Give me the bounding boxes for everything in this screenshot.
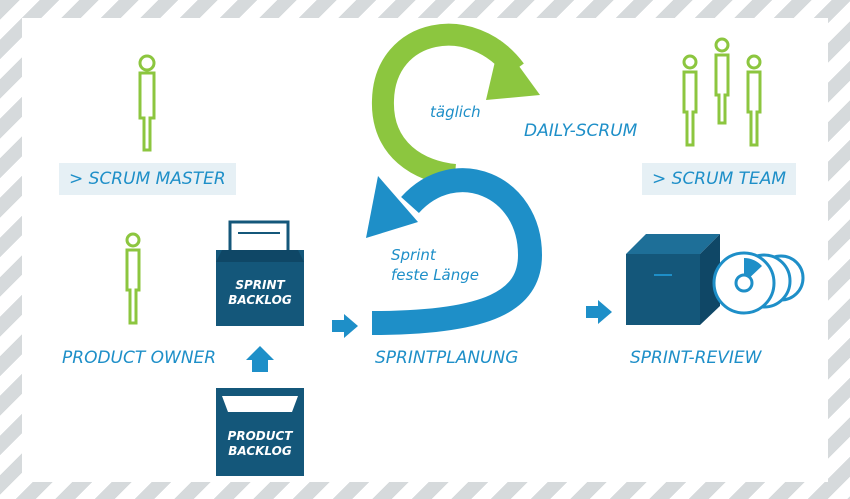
disc-stack-icon bbox=[712, 251, 805, 315]
arrow-to-review-icon bbox=[586, 300, 612, 324]
sprint-loop-arrow bbox=[366, 168, 543, 335]
sprint-backlog-label: SPRINT BACKLOG bbox=[216, 278, 304, 308]
product-owner-label: PRODUCT OWNER bbox=[62, 348, 217, 368]
daily-scrum-label: DAILY-SCRUM bbox=[524, 121, 638, 141]
product-backlog-line1: PRODUCT bbox=[227, 429, 293, 443]
scrum-master-tag: > SCRUM MASTER bbox=[59, 163, 236, 195]
product-owner-figure-icon bbox=[125, 232, 141, 325]
scrum-team-tag: > SCRUM TEAM bbox=[642, 163, 797, 195]
sprint-backlog-line1: SPRINT bbox=[235, 278, 285, 292]
scrum-master-figure-icon bbox=[138, 54, 156, 152]
increment-box-icon bbox=[626, 234, 720, 325]
arrow-to-planning-icon bbox=[332, 314, 358, 338]
sprint-backlog-line2: BACKLOG bbox=[228, 293, 292, 307]
daily-frequency-label: täglich bbox=[430, 103, 481, 121]
daily-loop-arrow bbox=[371, 23, 540, 186]
scrum-team-figures-icon bbox=[682, 37, 762, 147]
product-backlog-label: PRODUCT BACKLOG bbox=[216, 429, 304, 459]
sprint-review-label: SPRINT-REVIEW bbox=[630, 348, 762, 368]
sprint-label: Sprint bbox=[391, 246, 436, 264]
up-arrow-icon bbox=[246, 346, 274, 372]
sprint-length-label: feste Länge bbox=[391, 266, 480, 284]
sprint-planning-label: SPRINTPLANUNG bbox=[375, 348, 519, 368]
product-backlog-line2: BACKLOG bbox=[228, 444, 292, 458]
product-backlog-box-icon bbox=[216, 388, 304, 476]
sprint-backlog-box-icon bbox=[216, 220, 304, 326]
